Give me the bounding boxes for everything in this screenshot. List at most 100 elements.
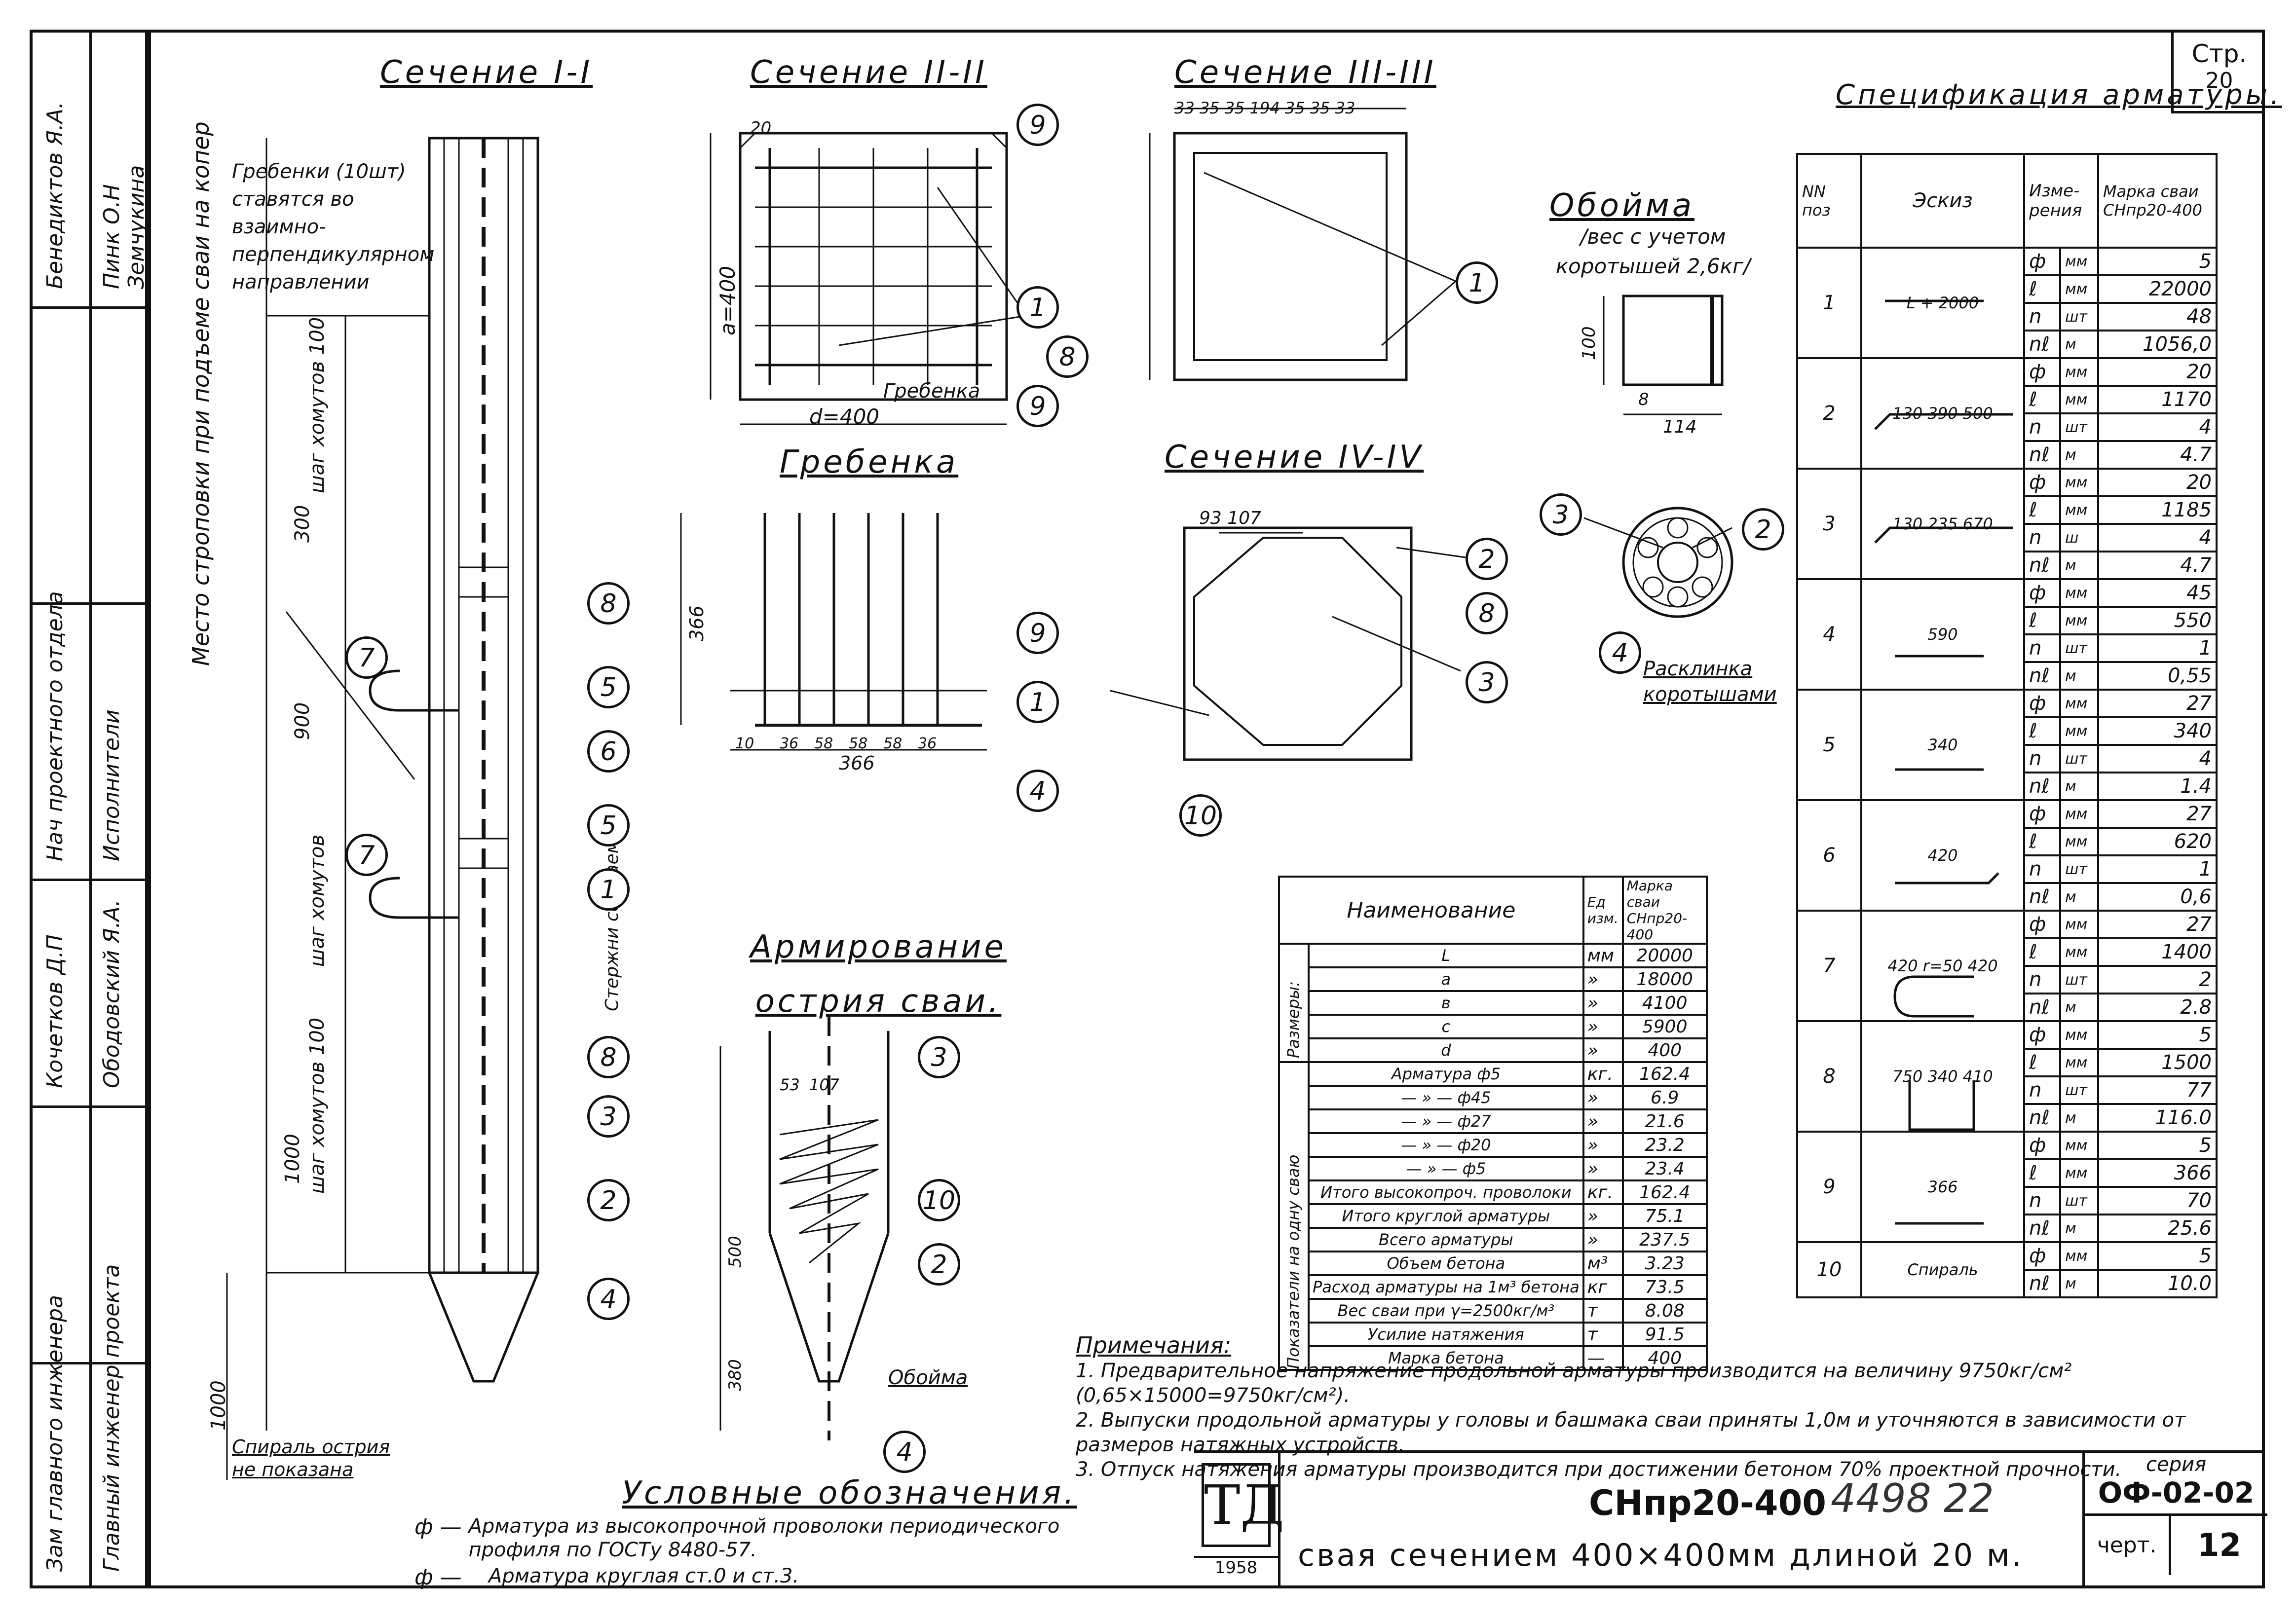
series-label: серия xyxy=(2145,1453,2207,1476)
comb-dim-58a: 58 xyxy=(814,735,833,752)
spec-pos-number: 3 xyxy=(1796,468,1862,580)
callout-9-comb: 9 xyxy=(1016,612,1059,654)
ind-value: 5900 xyxy=(1621,1014,1708,1039)
ind-unit: кг. xyxy=(1582,1061,1624,1087)
spec-sketch-label: 130 235 670 xyxy=(1860,468,2025,580)
ind-name: Арматура ф5 xyxy=(1308,1061,1584,1087)
ind-unit: мм xyxy=(1582,943,1624,968)
spec-value: 340 xyxy=(2097,716,2218,746)
ind-value: 91.5 xyxy=(1621,1322,1708,1347)
ind-name: L xyxy=(1308,943,1584,968)
callout-4-clip: 4 xyxy=(1599,631,1641,674)
sec3-outline xyxy=(1173,132,1408,381)
leader-1b xyxy=(937,187,1027,316)
legend-symbol-1: ф — xyxy=(414,1514,462,1540)
sec3-stirrup xyxy=(1193,152,1388,361)
ind-row: d»400 xyxy=(1279,1037,1708,1063)
comb-dim-36a: 36 xyxy=(780,735,799,752)
spec-symbol: nℓ xyxy=(2023,882,2061,912)
spec-symbol: nℓ xyxy=(2023,1214,2061,1243)
dim-1000: 1000 xyxy=(281,1134,304,1184)
ind-group-cell: Размеры: xyxy=(1278,943,1310,1063)
clip-wire-1 xyxy=(1667,517,1689,539)
spec-value: 1185 xyxy=(2097,495,2218,525)
ind-value: 162.4 xyxy=(1621,1179,1708,1205)
comb-dim-58c: 58 xyxy=(883,735,903,752)
ind-value: 237.5 xyxy=(1621,1227,1708,1252)
callout-1-sec1: 1 xyxy=(587,868,630,911)
spec-unit: мм xyxy=(2059,1131,2100,1160)
spec-unit: м xyxy=(2059,772,2100,801)
spec-unit: шт xyxy=(2059,412,2100,442)
spec-value: 5 xyxy=(2097,1020,2218,1050)
spec-pos-number: 5 xyxy=(1796,689,1862,801)
ind-name: Вес сваи при γ=2500кг/м³ xyxy=(1308,1298,1584,1324)
spec-unit: мм xyxy=(2059,1048,2100,1077)
ind-name: a xyxy=(1308,966,1584,992)
ind-value: 23.2 xyxy=(1621,1132,1708,1158)
spec-pos-number: 10 xyxy=(1796,1241,1862,1298)
spec-symbol: ℓ xyxy=(2023,1048,2061,1077)
tip-clip-label: Обойма xyxy=(888,1366,968,1389)
spec-symbol: nℓ xyxy=(2023,330,2061,359)
indicators-table: Наименование Ед изм. Марка сваи СНпр20-4… xyxy=(1278,876,1708,1371)
dim-900: 900 xyxy=(291,702,314,740)
strip-divider xyxy=(89,33,92,1586)
spec-table: NN поз Эскиз Изме- рения Марка сваи СНпр… xyxy=(1796,153,2218,1298)
spec-unit: м xyxy=(2059,551,2100,580)
ind-unit: кг xyxy=(1582,1274,1624,1300)
spec-unit: мм xyxy=(2059,247,2100,276)
callout-2-sec4: 2 xyxy=(1466,538,1508,580)
spec-unit: шт xyxy=(2059,1075,2100,1105)
spec-unit: мм xyxy=(2059,1158,2100,1188)
spec-value: 5 xyxy=(2097,1241,2218,1271)
callout-8-sec3: 8 xyxy=(1046,335,1089,378)
spec-pos-number: 7 xyxy=(1796,910,1862,1022)
sheet-number: 12 xyxy=(2197,1527,2242,1564)
ind-name: Итого круглой арматуры xyxy=(1308,1203,1584,1229)
leader-2a xyxy=(1396,547,1466,558)
spec-value: 20 xyxy=(2097,357,2218,387)
spec-unit: мм xyxy=(2059,385,2100,414)
callout-10-sec4: 10 xyxy=(1179,794,1222,837)
spec-unit: м xyxy=(2059,661,2100,691)
ind-unit: » xyxy=(1582,1203,1624,1229)
spec-value: 0,55 xyxy=(2097,661,2218,691)
callout-7a: 7 xyxy=(345,636,388,679)
spec-value: 45 xyxy=(2097,578,2218,608)
section-4-title: Сечение IV-IV xyxy=(1165,439,1424,476)
spec-symbol: n xyxy=(2023,1075,2061,1105)
ind-value: 23.4 xyxy=(1621,1156,1708,1181)
comb-title: Гребенка xyxy=(780,444,959,480)
callout-4-sec1: 4 xyxy=(587,1278,630,1320)
comb-dim-total: 366 xyxy=(839,752,875,774)
section-2-title: Сечение II-II xyxy=(750,54,987,91)
ind-value: 21.6 xyxy=(1621,1108,1708,1134)
spec-sketch-label: Спираль xyxy=(1860,1241,2025,1298)
spec-symbol: ф xyxy=(2023,578,2061,608)
spec-symbol: ф xyxy=(2023,1131,2061,1160)
sec2-dim-a-label: a=400 xyxy=(715,265,740,335)
spec-symbol: n xyxy=(2023,412,2061,442)
spec-symbol: nℓ xyxy=(2023,1269,2061,1298)
legend-row-2: ф — Арматура круглая ст.0 и ст.3. xyxy=(414,1565,1115,1590)
sheet-row: черт. 12 xyxy=(2085,1516,2267,1575)
spec-sketch-label: 340 xyxy=(1860,689,2025,801)
spec-value: 1500 xyxy=(2097,1048,2218,1077)
ind-name: Расход арматуры на 1м³ бетона xyxy=(1308,1274,1584,1300)
